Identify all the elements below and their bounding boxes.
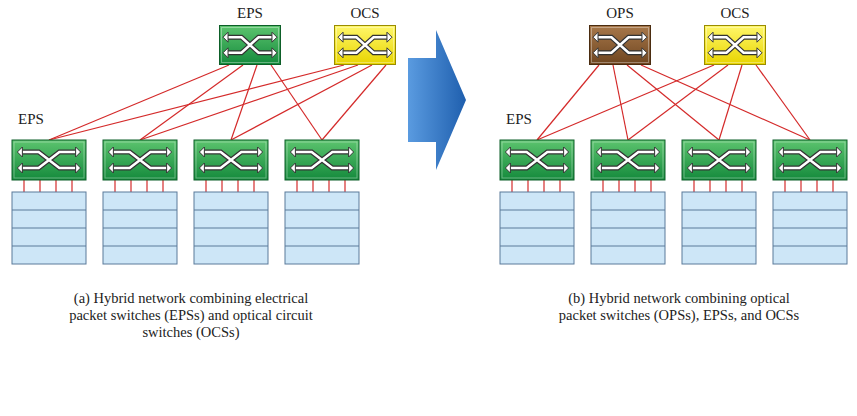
switch-icon: [589, 25, 651, 65]
switch-label: OCS: [350, 4, 379, 22]
core-switch: OCS: [334, 4, 396, 65]
optical-link: [49, 65, 344, 140]
tor-switch: [500, 140, 574, 180]
core-switch: OPS: [589, 4, 651, 65]
optical-link: [756, 65, 810, 140]
tor-switch: [773, 140, 847, 180]
optical-link: [140, 65, 243, 140]
server-rack: [103, 192, 177, 264]
optical-link: [627, 65, 719, 140]
server-rack: [682, 192, 756, 264]
layer-label: EPS: [18, 110, 44, 128]
server-rack: [500, 192, 574, 264]
optical-link: [231, 65, 372, 140]
optical-link: [641, 65, 810, 140]
server-rack: [194, 192, 268, 264]
tor-switch: [682, 140, 756, 180]
tor-switch: [103, 140, 177, 180]
optical-link: [628, 65, 728, 140]
server-rack: [773, 192, 847, 264]
switch-icon: [219, 25, 281, 65]
transition-arrow: [408, 30, 466, 170]
tor-switch: [194, 140, 268, 180]
switch-icon: [334, 25, 396, 65]
server-rack: [591, 192, 665, 264]
optical-link: [537, 65, 599, 140]
switch-label: OCS: [720, 4, 749, 22]
optical-link: [140, 65, 358, 140]
caption: (b) Hybrid network combining optical pac…: [555, 290, 803, 324]
tor-switch: [591, 140, 665, 180]
tor-switch: [285, 140, 359, 180]
switch-label: OPS: [606, 4, 634, 22]
optical-link: [322, 65, 386, 140]
caption: (a) Hybrid network combining electrical …: [60, 290, 322, 341]
switch-label: EPS: [237, 4, 263, 22]
server-rack: [12, 192, 86, 264]
tor-switch: [12, 140, 86, 180]
core-switch: OCS: [704, 4, 766, 65]
switch-icon: [704, 25, 766, 65]
server-rack: [285, 192, 359, 264]
optical-link: [271, 65, 322, 140]
optical-link: [719, 65, 742, 140]
layer-label: EPS: [506, 110, 532, 128]
core-switch: EPS: [219, 4, 281, 65]
optical-link: [537, 65, 714, 140]
optical-link: [49, 65, 229, 140]
